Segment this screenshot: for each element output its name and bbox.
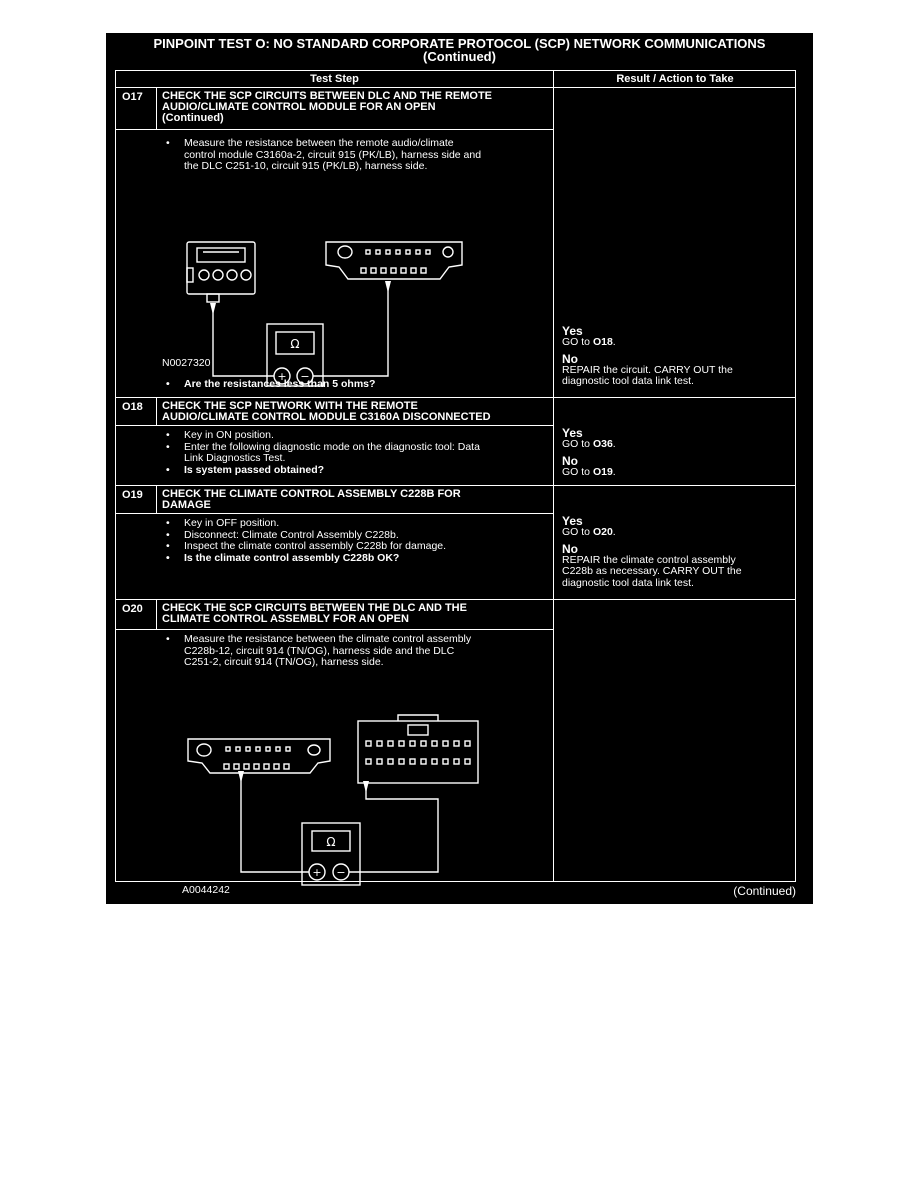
module-display-shape xyxy=(196,247,246,263)
step-result: Yes GO to O36. No GO to O19. xyxy=(562,427,792,478)
step-instructions: Key in ON position. Enter the following … xyxy=(162,429,552,477)
probe-wire-negative xyxy=(313,283,389,377)
step-title: CHECK THE SCP CIRCUITS BETWEEN DLC AND T… xyxy=(162,90,493,124)
positive-terminal-icon: + xyxy=(312,866,321,879)
positive-terminal-icon: + xyxy=(277,370,286,383)
column-header-test-step: Test Step xyxy=(310,73,359,85)
yes-label: Yes xyxy=(562,514,583,528)
page-title-line1: PINPOINT TEST O: NO STANDARD CORPORATE P… xyxy=(153,36,766,51)
climate-pin-row xyxy=(365,740,471,765)
list-item: Is the climate control assembly C228b OK… xyxy=(162,552,552,565)
id-divider xyxy=(156,599,157,629)
negative-terminal-icon: − xyxy=(300,370,309,383)
list-item: Disconnect: Climate Control Assembly C22… xyxy=(162,529,552,542)
dlc-pin-row xyxy=(223,746,291,770)
row-rule xyxy=(116,629,553,630)
step-result: Yes GO to O20. No REPAIR the climate con… xyxy=(562,515,792,589)
id-divider xyxy=(156,397,157,425)
resistance-measurement-diagram-2: Ω + − xyxy=(187,714,479,886)
ohm-symbol-icon: Ω xyxy=(326,835,335,849)
page-title: PINPOINT TEST O: NO STANDARD CORPORATE P… xyxy=(106,37,813,63)
list-item: Key in OFF position. xyxy=(162,517,552,530)
list-item: Measure the resistance between the clima… xyxy=(162,633,552,669)
list-item: Are the resistances less than 5 ohms? xyxy=(162,378,552,391)
probe-wire-positive xyxy=(212,305,274,377)
step-id: O17 xyxy=(122,91,143,103)
step-result: Yes GO to O18. No REPAIR the circuit. CA… xyxy=(562,325,792,388)
step-question: Are the resistances less than 5 ohms? xyxy=(162,378,552,391)
list-item: Key in ON position. xyxy=(162,429,552,442)
step-id: O19 xyxy=(122,489,143,501)
test-table: Test Step Result / Action to Take O17 CH… xyxy=(115,70,796,896)
row-rule xyxy=(116,129,553,130)
climate-connector-shape xyxy=(357,720,479,784)
probe-wire-negative xyxy=(349,783,439,873)
continued-footer: (Continued) xyxy=(733,884,796,898)
row-rule xyxy=(116,513,553,514)
step-instructions: Measure the resistance between the remot… xyxy=(162,137,552,173)
figure-id: N0027320 xyxy=(162,357,211,369)
step-title: CHECK THE SCP NETWORK WITH THE REMOTE AU… xyxy=(162,400,491,423)
ohmmeter-shape xyxy=(301,822,361,886)
step-id: O20 xyxy=(122,603,143,615)
list-item: Is system passed obtained? xyxy=(162,464,552,477)
resistance-measurement-diagram-1: Ω + − xyxy=(186,241,463,387)
dlc-connector-shape xyxy=(325,241,463,280)
list-item: Measure the resistance between the remot… xyxy=(162,137,552,173)
step-instructions: Key in OFF position. Disconnect: Climate… xyxy=(162,517,552,565)
pinpoint-test-sheet: PINPOINT TEST O: NO STANDARD CORPORATE P… xyxy=(106,33,813,904)
column-header-result: Result / Action to Take xyxy=(616,73,734,85)
id-divider xyxy=(156,485,157,513)
step-instructions: Measure the resistance between the clima… xyxy=(162,633,552,669)
figure-id: A0044242 xyxy=(182,884,230,896)
yes-label: Yes xyxy=(562,426,583,440)
row-rule xyxy=(116,397,795,398)
list-item: Inspect the climate control assembly C22… xyxy=(162,540,552,553)
no-label: No xyxy=(562,541,578,556)
step-title: CHECK THE CLIMATE CONTROL ASSEMBLY C228B… xyxy=(162,488,461,511)
column-divider xyxy=(553,71,554,881)
step-id: O18 xyxy=(122,401,143,413)
dlc-pin-row xyxy=(360,249,431,274)
id-divider xyxy=(156,87,157,129)
page-title-line2: (Continued) xyxy=(423,49,496,64)
dlc-connector-shape xyxy=(187,738,331,774)
row-rule xyxy=(116,87,795,88)
no-label: No xyxy=(562,351,578,366)
yes-label: Yes xyxy=(562,324,583,338)
row-rule xyxy=(116,485,795,486)
negative-terminal-icon: − xyxy=(336,866,345,879)
probe-wire-positive xyxy=(240,773,309,873)
list-item: Enter the following diagnostic mode on t… xyxy=(162,441,552,465)
ohm-symbol-icon: Ω xyxy=(290,337,299,351)
no-label: No xyxy=(562,453,578,468)
step-title: CHECK THE SCP CIRCUITS BETWEEN THE DLC A… xyxy=(162,602,467,625)
row-rule xyxy=(116,425,553,426)
row-rule xyxy=(116,599,795,600)
